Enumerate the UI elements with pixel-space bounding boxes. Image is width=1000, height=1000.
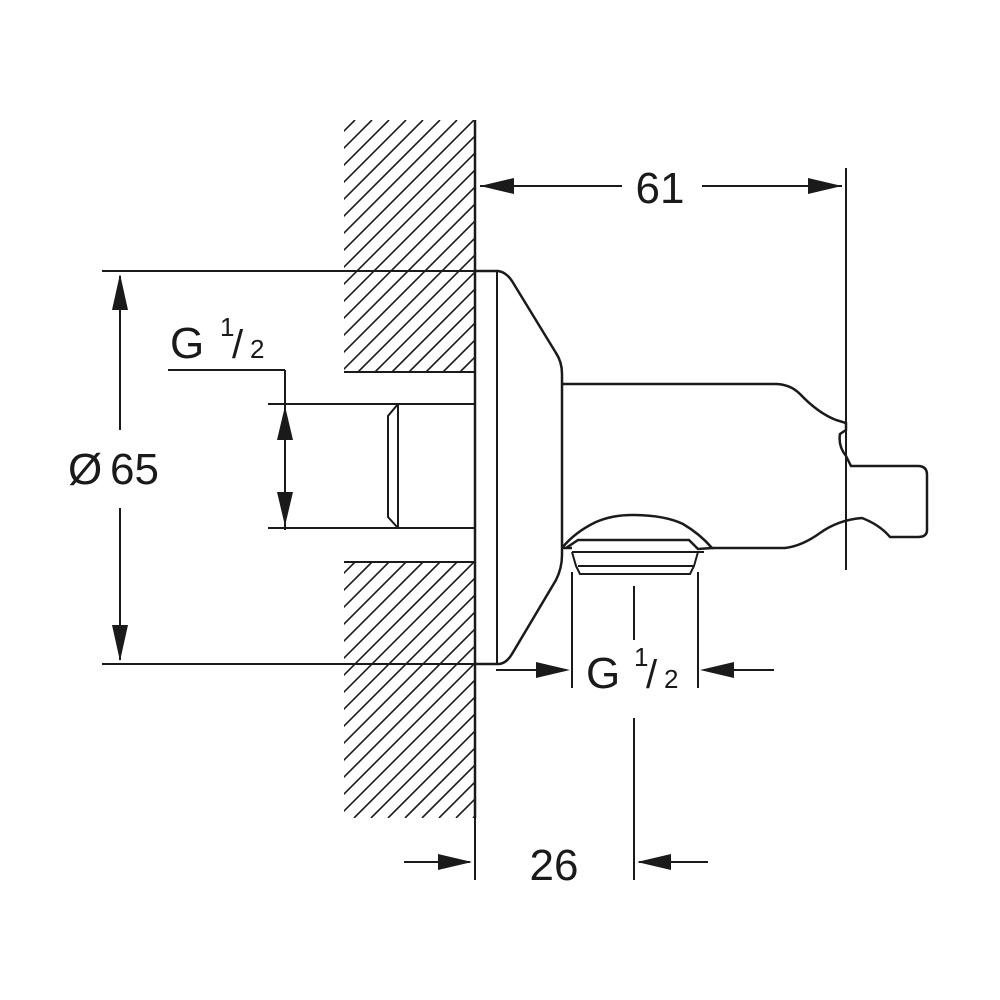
- hatch-line: [344, 202, 475, 337]
- hatch-line: [511, 120, 763, 372]
- hatch-line: [344, 151, 475, 286]
- hatch-line: [344, 219, 475, 354]
- hatch-line: [344, 678, 475, 813]
- hatch-line: [344, 661, 475, 796]
- hatch-line: [344, 610, 475, 745]
- hatch-line: [344, 120, 424, 201]
- hatch-line: [421, 763, 475, 818]
- outlet-thread-letter: G: [586, 649, 620, 698]
- hatch-line: [391, 287, 475, 372]
- wall-hatching-bottom: [48, 562, 475, 818]
- hatch-line: [344, 562, 373, 592]
- hatch-line: [344, 627, 475, 762]
- hatch-line: [344, 168, 475, 303]
- hatch-line: [404, 746, 475, 818]
- hatch-line: [344, 562, 475, 694]
- hatch-line: [344, 134, 475, 269]
- wall-thread-slash: /: [232, 323, 244, 367]
- hatch-line: [344, 562, 356, 575]
- hatch-line: [344, 120, 441, 218]
- dimension-61: 61: [480, 164, 847, 570]
- hatch-line: [344, 120, 475, 252]
- hatch-line: [353, 695, 475, 818]
- outlet-body: [562, 382, 929, 550]
- wall-hatching-top: [86, 120, 763, 372]
- outlet-thread-denominator: 2: [664, 664, 678, 694]
- hatch-line: [344, 120, 407, 184]
- hatch-line: [344, 562, 458, 677]
- rosette-flange: [475, 269, 564, 666]
- hose-outlet-connection: [561, 513, 715, 575]
- hatch-line: [48, 562, 304, 818]
- dimension-diameter-value: 65: [110, 445, 159, 494]
- hatch-line: [425, 321, 475, 372]
- hatch-line: [408, 304, 475, 372]
- hatch-line: [357, 253, 475, 372]
- hatch-line: [86, 120, 338, 372]
- dimension-wall-thread: G 1 / 2: [168, 312, 470, 530]
- hatch-line: [65, 562, 321, 818]
- hatch-line: [494, 120, 746, 372]
- hatch-line: [344, 120, 390, 167]
- hatch-line: [442, 338, 475, 372]
- hatch-line: [344, 236, 475, 371]
- dimension-outlet-thread: G 1 / 2: [496, 572, 774, 698]
- dimension-diameter-symbol: Ø: [68, 445, 102, 494]
- hatch-line: [344, 562, 441, 660]
- hatch-line: [344, 593, 475, 728]
- hatch-line: [477, 120, 729, 372]
- hatch-line: [344, 562, 407, 626]
- wall-thread-nipple: [387, 403, 475, 529]
- hatch-line: [344, 576, 475, 711]
- outlet-thread-slash: /: [646, 653, 658, 697]
- hatch-line: [344, 185, 475, 320]
- hatch-line: [344, 644, 475, 779]
- hatch-line: [387, 729, 475, 818]
- dimension-26-label: 26: [530, 841, 579, 890]
- hatch-line: [344, 562, 424, 643]
- outlet-thread-numerator: 1: [634, 642, 648, 672]
- dimension-26: 26: [404, 586, 708, 890]
- wall-thread-numerator: 1: [220, 312, 234, 342]
- hatch-line: [344, 120, 373, 150]
- wall-thread-letter: G: [170, 319, 204, 368]
- hatch-line: [344, 562, 390, 609]
- hatch-line: [374, 270, 475, 372]
- wall-thread-denominator: 2: [250, 334, 264, 364]
- hatch-line: [344, 120, 458, 235]
- hatch-line: [370, 712, 475, 818]
- dimension-61-label: 61: [636, 164, 685, 213]
- dimension-diameter-65: Ø 65: [68, 270, 475, 665]
